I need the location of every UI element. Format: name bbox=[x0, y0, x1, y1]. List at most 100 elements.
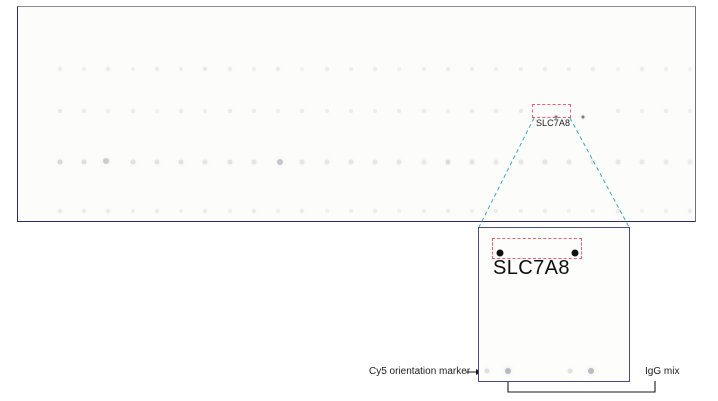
array-spot bbox=[640, 209, 644, 213]
array-spot bbox=[470, 67, 474, 71]
array-spot bbox=[276, 109, 280, 113]
array-spot bbox=[519, 209, 523, 213]
array-spot bbox=[494, 109, 498, 113]
array-spot bbox=[422, 109, 426, 113]
array-spot bbox=[178, 159, 184, 165]
array-spot bbox=[494, 209, 498, 213]
array-spot bbox=[203, 109, 207, 113]
array-spot bbox=[397, 109, 401, 113]
array-spot bbox=[640, 67, 644, 71]
array-spot bbox=[664, 109, 668, 113]
array-spot bbox=[228, 209, 232, 213]
array-spot bbox=[106, 109, 110, 113]
array-spot bbox=[106, 67, 110, 71]
array-spot bbox=[325, 109, 329, 113]
array-spot bbox=[57, 159, 63, 165]
array-spot bbox=[446, 209, 450, 213]
array-spot bbox=[228, 109, 232, 113]
array-spot bbox=[252, 109, 256, 113]
array-spot bbox=[179, 209, 183, 213]
array-spot bbox=[349, 109, 353, 113]
array-spot bbox=[131, 209, 135, 213]
array-spot bbox=[372, 159, 378, 165]
array-spot bbox=[567, 209, 571, 213]
array-spot bbox=[640, 109, 644, 113]
array-spot bbox=[252, 67, 256, 71]
array-spot bbox=[179, 109, 183, 113]
array-spot bbox=[615, 159, 621, 165]
array-spot bbox=[397, 209, 401, 213]
array-spot bbox=[543, 209, 547, 213]
cy5-marker-1-spot bbox=[505, 368, 511, 374]
array-spot bbox=[276, 67, 280, 71]
array-spot bbox=[518, 159, 524, 165]
array-spot bbox=[688, 109, 692, 113]
zoomed-subarray-panel[interactable]: SLC7A8 bbox=[478, 227, 630, 382]
array-spot bbox=[58, 109, 62, 113]
array-spot bbox=[348, 159, 354, 165]
array-spot bbox=[349, 67, 353, 71]
array-spot bbox=[616, 67, 620, 71]
array-spot bbox=[422, 67, 426, 71]
array-spot bbox=[421, 159, 427, 165]
array-spot bbox=[252, 209, 256, 213]
array-spot bbox=[58, 67, 62, 71]
array-spot bbox=[616, 209, 620, 213]
array-spot bbox=[519, 109, 523, 113]
array-spot bbox=[203, 209, 207, 213]
array-spot bbox=[469, 159, 475, 165]
slc7a8-left-spot bbox=[496, 249, 504, 257]
array-spot bbox=[663, 159, 669, 165]
array-spot bbox=[445, 159, 451, 165]
inset-roi-box-slc7a8[interactable] bbox=[492, 238, 582, 259]
array-spot bbox=[664, 209, 668, 213]
array-spot bbox=[373, 109, 377, 113]
array-spot bbox=[203, 67, 207, 71]
cy5-orientation-marker-label: Cy5 orientation marker→ bbox=[369, 366, 481, 377]
array-spot bbox=[82, 109, 86, 113]
array-spot bbox=[688, 209, 692, 213]
array-spot bbox=[397, 67, 401, 71]
array-spot bbox=[591, 209, 595, 213]
array-spot bbox=[373, 67, 377, 71]
array-spot bbox=[567, 67, 571, 71]
array-spot bbox=[106, 209, 110, 213]
array-spot bbox=[616, 109, 620, 113]
array-spot bbox=[349, 209, 353, 213]
array-spot bbox=[179, 67, 183, 71]
array-spot bbox=[470, 209, 474, 213]
array-spot bbox=[130, 159, 136, 165]
array-spot bbox=[227, 159, 233, 165]
microarray-scan-panel[interactable] bbox=[17, 6, 696, 222]
array-spot bbox=[155, 109, 159, 113]
array-spot bbox=[103, 158, 109, 164]
array-spot bbox=[131, 109, 135, 113]
array-spot bbox=[566, 159, 572, 165]
array-spot bbox=[373, 209, 377, 213]
array-spot bbox=[131, 67, 135, 71]
array-spot bbox=[155, 67, 159, 71]
array-spot bbox=[324, 159, 330, 165]
roi-box-slc7a8[interactable] bbox=[532, 104, 571, 118]
array-spot-grid bbox=[18, 7, 695, 221]
array-spot bbox=[325, 209, 329, 213]
array-spot bbox=[446, 109, 450, 113]
roi-label-slc7a8: SLC7A8 bbox=[535, 118, 571, 128]
array-spot bbox=[493, 159, 499, 165]
inset-label-slc7a8: SLC7A8 bbox=[493, 257, 570, 279]
array-spot bbox=[82, 67, 86, 71]
array-spot bbox=[422, 209, 426, 213]
array-spot bbox=[299, 159, 305, 165]
array-spot bbox=[154, 159, 160, 165]
igg-mix-label: IgG mix bbox=[645, 366, 680, 377]
array-spot bbox=[300, 209, 304, 213]
array-spot bbox=[81, 159, 87, 165]
slc7a8-right-spot bbox=[571, 249, 579, 257]
array-spot bbox=[581, 115, 585, 119]
array-spot bbox=[325, 67, 329, 71]
array-spot bbox=[155, 209, 159, 213]
array-spot bbox=[58, 209, 62, 213]
array-spot bbox=[494, 67, 498, 71]
cy5-marker-faint-1-spot bbox=[484, 368, 490, 374]
